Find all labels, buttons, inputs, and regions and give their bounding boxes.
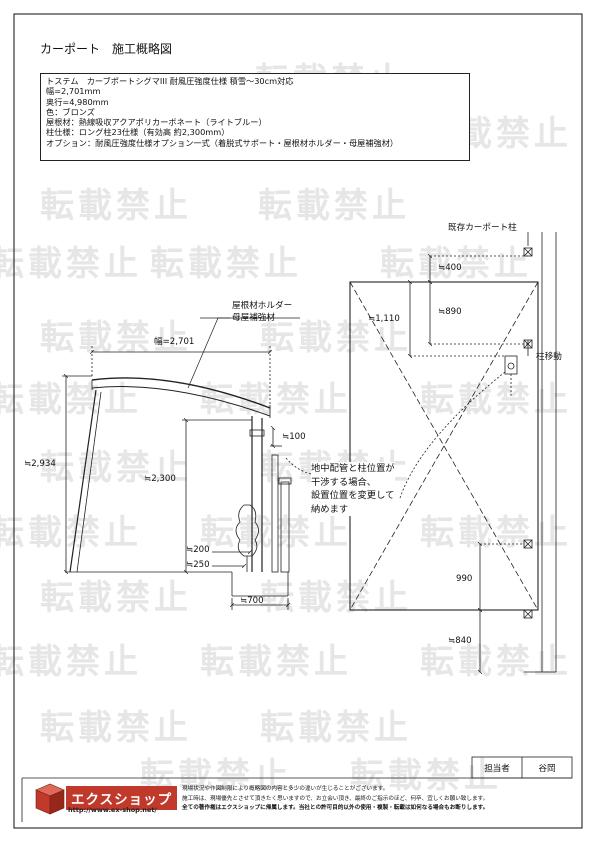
post-height-dimension: ≒2,300 xyxy=(144,474,176,484)
watermark: 転載禁止 xyxy=(40,708,192,748)
watermark: 転載禁止 xyxy=(260,708,412,748)
spec-line: トステム カーブポートシグマIII 耐風圧強度仕様 積雪〜30cm対応 xyxy=(46,76,294,86)
disclaimer-line: 全ての著作権はエクスショップに帰属します。当社との許可目的以外の使用・複製・転載… xyxy=(182,805,489,811)
spec-line: オプション：耐風圧強度仕様オプション一式（着脱式サポート・屋根材ホルダー・母屋補… xyxy=(46,137,399,148)
watermark: 転載禁止 xyxy=(40,578,192,618)
watermark: 転載禁止 xyxy=(0,642,142,682)
staff-label: 担当者 xyxy=(484,764,510,774)
watermark: 転載禁止 xyxy=(260,578,412,618)
box-logo-icon xyxy=(35,783,65,815)
dimension-990: 990 xyxy=(456,574,473,584)
watermark: 転載禁止 xyxy=(200,380,352,420)
watermark: 転載禁止 xyxy=(350,756,502,796)
company-logo: エクスショップ xyxy=(66,786,178,810)
watermark: 転載禁止 xyxy=(420,380,572,420)
spec-line: 柱仕様：ロング柱23仕様（有効高 約2,300mm） xyxy=(46,127,230,138)
callout-roof-holder: 屋根材ホルダー xyxy=(232,301,293,311)
installation-note: 地中配管と柱位置が 干渉する場合、 設置位置を変更して 納めます xyxy=(311,462,395,516)
watermark: 転載禁止 xyxy=(40,186,192,226)
watermark: 転載禁止 xyxy=(260,318,412,358)
page-title: カーポート 施工概略図 xyxy=(40,42,173,56)
spec-line: 奥行=4,980mm xyxy=(46,96,109,107)
company-url: http://www.ex-shop.net/ xyxy=(68,806,157,814)
watermark: 転載禁止 xyxy=(150,244,302,284)
disclaimer-line: 施工時は、現場優先とさせて頂きたく思いますので、お立会い頂き、最終のご指示のほど… xyxy=(182,795,489,802)
disclaimer-line: 現場状況や作図制限により概略図の内容と多少の違いが生じることがございます。 xyxy=(182,786,389,792)
dimension-100: ≒100 xyxy=(282,432,306,442)
dimension-200: ≒200 xyxy=(186,545,210,555)
spec-box: トステム カーブポートシグマIII 耐風圧強度仕様 積雪〜30cm対応 幅=2,… xyxy=(40,73,470,161)
note-line: 納めます xyxy=(311,503,349,515)
existing-post-label: 既存カーポート柱 xyxy=(448,223,517,233)
dimension-840: ≒840 xyxy=(448,636,472,646)
dimension-700: ≒700 xyxy=(240,596,264,606)
note-line: 干渉する場合、 xyxy=(311,476,377,488)
width-dimension: 幅=2,701 xyxy=(154,337,195,347)
watermark: 転載禁止 xyxy=(380,244,532,284)
watermark: 転載禁止 xyxy=(258,186,410,226)
spec-line: 色：ブロンズ xyxy=(46,106,95,117)
watermark: 転載禁止 xyxy=(420,642,572,682)
staff-name: 谷岡 xyxy=(538,764,556,774)
total-height-dimension: ≒2,934 xyxy=(24,459,56,469)
spec-line: 幅=2,701mm xyxy=(46,86,101,97)
dimension-890: ≒890 xyxy=(438,307,462,317)
move-post-label: 柱移動 xyxy=(536,352,562,362)
note-line: 設置位置を変更して xyxy=(311,490,395,501)
dimension-400: ≒400 xyxy=(438,263,462,273)
spec-line: 屋根材：熱線吸収アクアポリカーボネート（ライトブルー） xyxy=(46,117,267,128)
disclaimer: 現場状況や作図制限により概略図の内容と多少の違いが生じることがございます。 施工… xyxy=(182,785,488,814)
watermark: 転載禁止 xyxy=(200,513,352,553)
dimension-250: ≒250 xyxy=(186,560,210,570)
watermark: 転載禁止 xyxy=(0,244,142,284)
dimension-1110: ≒1,110 xyxy=(368,314,400,324)
watermark: 転載禁止 xyxy=(0,513,142,553)
watermark: 転載禁止 xyxy=(200,642,352,682)
callout-purlin-reinforcement: 母屋補強材 xyxy=(232,313,275,323)
note-line: 地中配管と柱位置が xyxy=(311,463,395,474)
